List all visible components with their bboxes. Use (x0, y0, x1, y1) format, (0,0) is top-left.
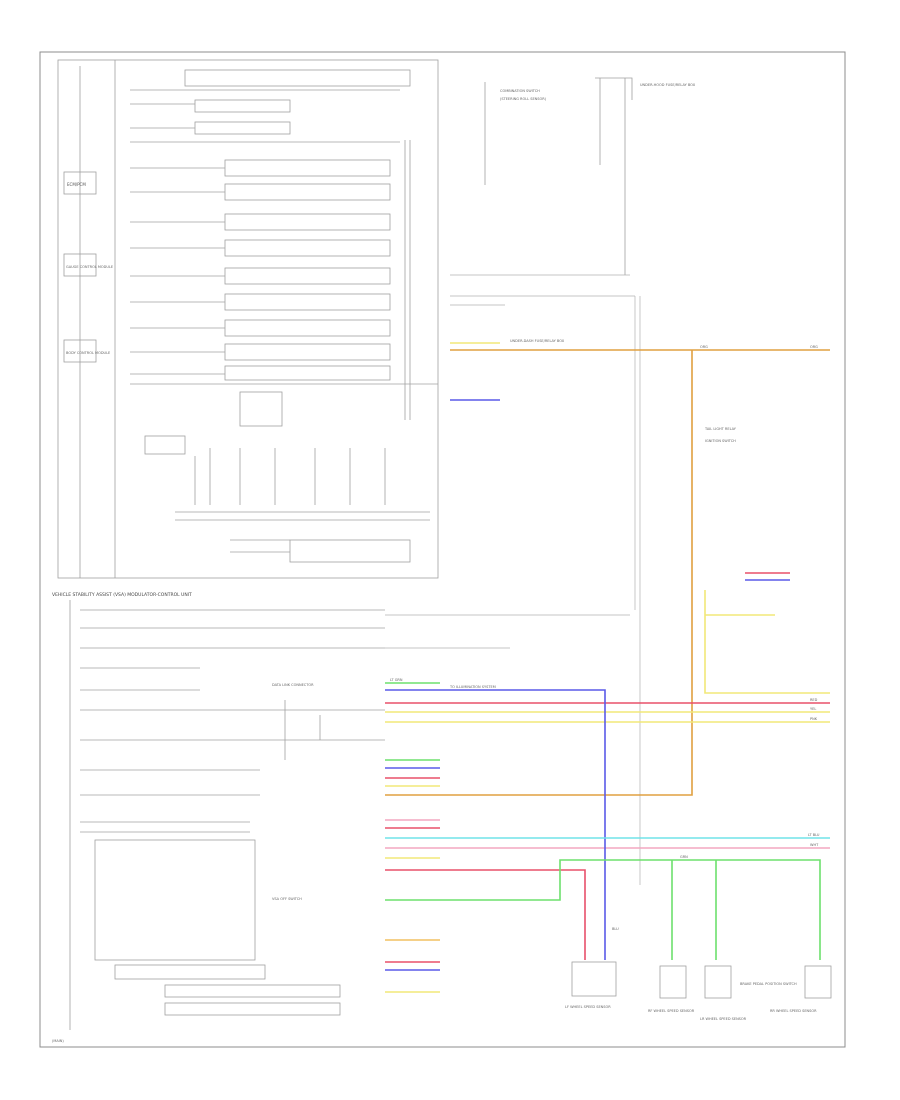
page-note: (MAIN) (52, 1039, 64, 1043)
combination-switch-label: COMBINATION SWITCH (500, 89, 540, 93)
wire-red-2 (385, 869, 586, 960)
wire-yellow (704, 590, 830, 694)
wire-orange-drop (385, 350, 693, 796)
wire-green-2 (385, 859, 821, 960)
pcm-label: ECM/PCM (67, 182, 86, 187)
right-connector-lines (385, 274, 641, 885)
colored-wires (385, 342, 830, 993)
under-dash-fuse-label: UNDER-DASH FUSE/RELAY BOX (510, 339, 565, 343)
tail-light-label: TAIL LIGHT RELAY (704, 427, 737, 431)
wiring-note: TO ILLUMINATION SYSTEM (449, 685, 496, 689)
gauge-label: GAUGE CONTROL MODULE (66, 265, 113, 269)
wire-label-lt-blu: LT BLU (808, 833, 820, 837)
sensor-rf-label: RF WHEEL SPEED SENSOR (648, 1009, 695, 1013)
data-link-label: DATA LINK CONNECTOR (272, 683, 314, 687)
wire-label-org-2: ORG (810, 345, 818, 349)
wire-label-red: RED (810, 698, 818, 702)
sensor-lr-label: LR WHEEL SPEED SENSOR (700, 1017, 747, 1021)
wire-blue (385, 689, 606, 960)
wire-label-grn: GRN (680, 855, 688, 859)
sensor-rr-label: RR WHEEL SPEED SENSOR (770, 1009, 817, 1013)
under-hood-fuse-label: UNDER-HOOD FUSE/RELAY BOX (640, 83, 696, 87)
ecm-block (57, 59, 439, 579)
brake-pedal-label: BRAKE PEDAL POSITION SWITCH (740, 982, 797, 986)
wire-label-org: ORG (700, 345, 708, 349)
sensor-lf-label: LF WHEEL SPEED SENSOR (565, 1005, 611, 1009)
combination-switch-sub-label: (STEERING ROLL SENSOR) (500, 97, 547, 101)
vsa-off-label: VSA OFF SWITCH (272, 897, 302, 901)
sensor-boxes (571, 961, 832, 999)
bcm-label: BODY CONTROL MODULE (66, 351, 110, 355)
ignition-label: IGNITION SWITCH (705, 439, 736, 443)
wire-label-wht: WHT (810, 843, 819, 847)
page-frame (39, 51, 846, 1048)
wire-label-lt-grn: LT GRN (390, 678, 403, 682)
vsa-unit-block (69, 600, 385, 1030)
sensor-labels: LF WHEEL SPEED SENSOR RF WHEEL SPEED SEN… (565, 1005, 817, 1021)
vsa-unit-title: VEHICLE STABILITY ASSIST (VSA) MODULATOR… (52, 592, 192, 598)
wire-label-blu: BLU (612, 927, 619, 931)
ecm-labels: ECM/PCM GAUGE CONTROL MODULE BODY CONTRO… (66, 182, 113, 355)
wire-label-pnk: PNK (810, 717, 818, 721)
wire-label-yel: YEL (810, 707, 816, 711)
top-connectors (484, 77, 633, 275)
wire-color-labels: ORG ORG LT GRN RED YEL PNK LT BLU WHT GR… (390, 345, 820, 931)
